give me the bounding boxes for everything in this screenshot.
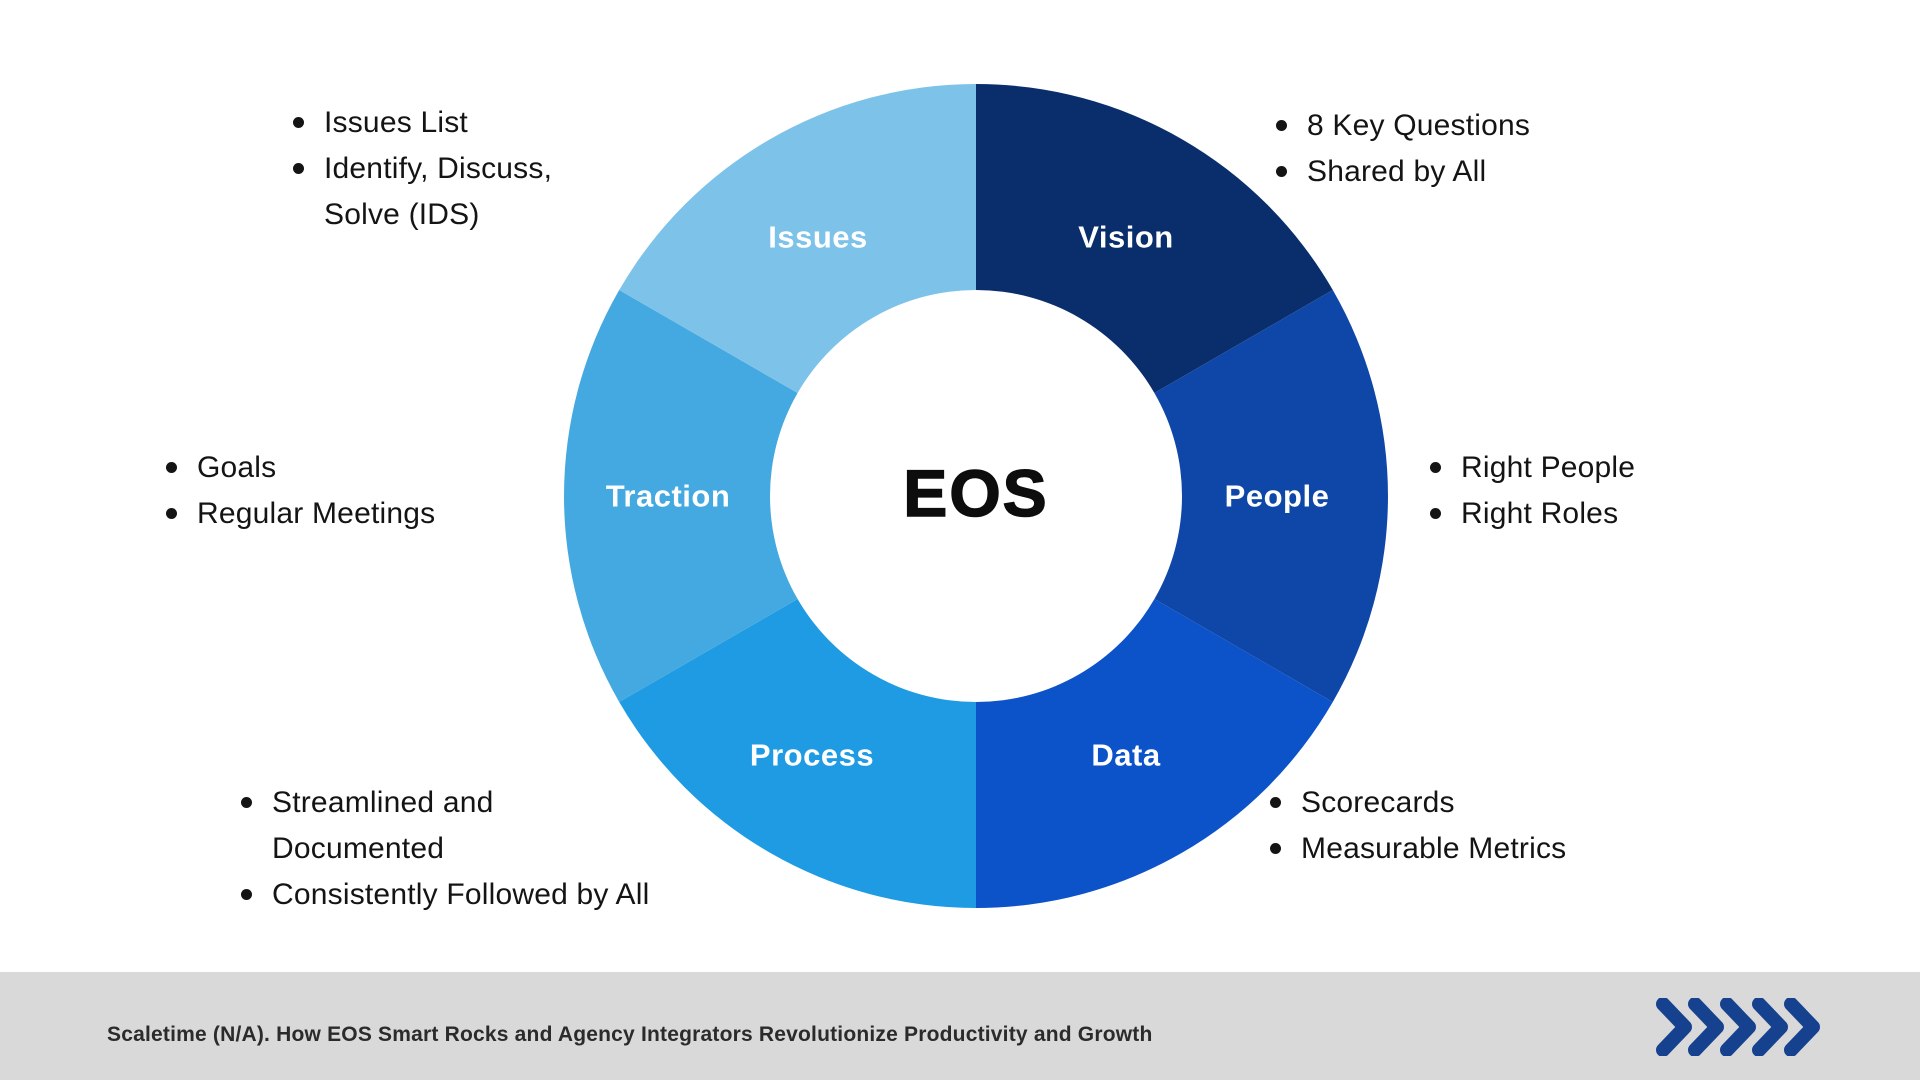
segment-data (976, 599, 1333, 908)
list-item: Scorecards (1270, 780, 1566, 826)
note-issues: Issues List Identify, Discuss, Solve (ID… (293, 100, 552, 238)
chevron-right-icon (1688, 998, 1724, 1056)
list-item: Shared by All (1276, 149, 1530, 195)
segment-vision (976, 84, 1333, 393)
list-item: Goals (166, 445, 435, 491)
bullet-dot-icon (1276, 166, 1287, 177)
bullet-text: Shared by All (1307, 155, 1487, 188)
bullet-dot-icon (1276, 120, 1287, 131)
list-item: Right People (1430, 445, 1635, 491)
bullet-dot-icon (241, 889, 252, 900)
bullet-text: Goals (197, 451, 277, 484)
bullet-text: Consistently Followed by All (272, 878, 650, 911)
bullet-dot-icon (166, 508, 177, 519)
bullet-dot-icon (1430, 508, 1441, 519)
segment-label-vision: Vision (1078, 220, 1173, 255)
segment-label-traction: Traction (606, 479, 731, 514)
note-data: Scorecards Measurable Metrics (1270, 780, 1566, 872)
bullet-dot-icon (293, 163, 304, 174)
bullet-text: Regular Meetings (197, 497, 436, 530)
bullet-dot-icon (1430, 462, 1441, 473)
bullet-text: Streamlined and Documented (272, 786, 494, 865)
bullet-text: 8 Key Questions (1307, 109, 1531, 142)
bullet-text: Measurable Metrics (1301, 832, 1567, 865)
bullet-text: Scorecards (1301, 786, 1455, 819)
list-item: Measurable Metrics (1270, 826, 1566, 872)
chevron-right-icon (1784, 998, 1820, 1056)
segment-label-issues: Issues (768, 220, 868, 255)
chevron-right-icon (1752, 998, 1788, 1056)
segment-traction (564, 290, 798, 702)
segment-process (619, 599, 976, 908)
list-item: Right Roles (1430, 491, 1635, 537)
footer-bar: Scaletime (N/A). How EOS Smart Rocks and… (0, 972, 1920, 1080)
center-label: EOS (903, 455, 1049, 530)
segment-label-data: Data (1091, 738, 1160, 773)
bullet-text: Right People (1461, 451, 1636, 484)
bullet-text: Issues List (324, 106, 468, 139)
list-item: Regular Meetings (166, 491, 435, 537)
list-item: Consistently Followed by All (241, 872, 649, 918)
bullet-dot-icon (1270, 843, 1281, 854)
chevrons-right-icon (1656, 998, 1820, 1056)
bullet-dot-icon (166, 462, 177, 473)
list-item: Issues List (293, 100, 552, 146)
bullet-dot-icon (293, 117, 304, 128)
note-vision: 8 Key Questions Shared by All (1276, 103, 1530, 195)
segment-label-people: People (1225, 479, 1330, 514)
segment-label-process: Process (750, 738, 874, 773)
bullet-text: Identify, Discuss, Solve (IDS) (324, 152, 553, 231)
chevron-right-icon (1720, 998, 1756, 1056)
list-item: Streamlined and Documented (241, 780, 649, 872)
footer-caption: Scaletime (N/A). How EOS Smart Rocks and… (107, 1023, 1153, 1046)
note-process: Streamlined and Documented Consistently … (241, 780, 649, 918)
segment-issues (619, 84, 976, 393)
segment-people (1154, 290, 1388, 702)
bullet-dot-icon (1270, 797, 1281, 808)
note-people: Right People Right Roles (1430, 445, 1635, 537)
chevron-right-icon (1656, 998, 1692, 1056)
note-traction: Goals Regular Meetings (166, 445, 435, 537)
list-item: Identify, Discuss, Solve (IDS) (293, 146, 552, 238)
bullet-dot-icon (241, 797, 252, 808)
list-item: 8 Key Questions (1276, 103, 1530, 149)
bullet-text: Right Roles (1461, 497, 1619, 530)
